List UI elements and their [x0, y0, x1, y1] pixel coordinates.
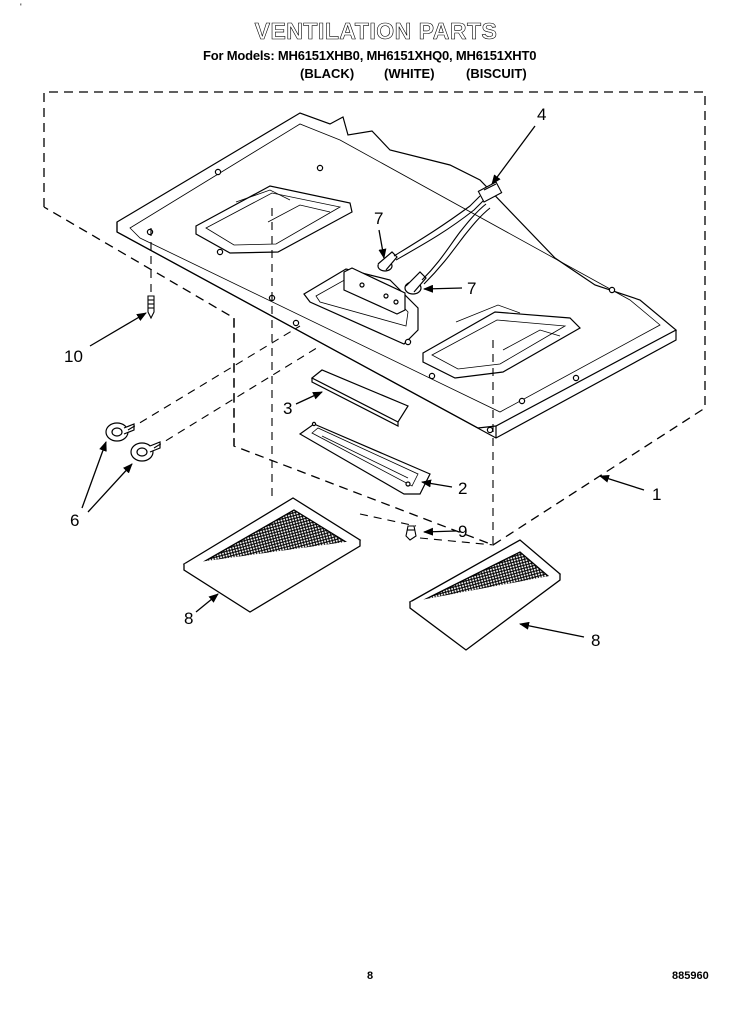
color-label-biscuit: (BISCUIT): [466, 66, 527, 81]
mounting-plate: [116, 112, 678, 439]
callout-part-2: 2: [458, 479, 467, 498]
document-code: 885960: [672, 970, 709, 982]
callout-part-9: 9: [458, 522, 467, 541]
callout-part-7-right: 7: [467, 279, 476, 298]
callout-part-1: 1: [652, 485, 661, 504]
grease-filter-right: [408, 539, 562, 651]
assembly-outline-dashed: [43, 91, 706, 546]
leader-lines: [81, 125, 645, 638]
callout-part-6: 6: [70, 511, 79, 530]
grommet-upper: [105, 422, 135, 442]
color-label-black: (BLACK): [300, 66, 355, 81]
screw-part-9: [405, 525, 417, 541]
grease-filter-left: [182, 497, 362, 613]
wire-harness: [393, 181, 503, 285]
light-lens: [310, 369, 409, 427]
callout-part-8-right: 8: [591, 631, 600, 650]
page-number: 8: [367, 970, 374, 982]
color-label-white: (WHITE): [384, 66, 435, 81]
alignment-lines-dashed: [127, 208, 495, 546]
callout-part-3: 3: [283, 399, 292, 418]
light-socket-bracket: [343, 267, 406, 315]
callout-part-10: 10: [64, 347, 83, 366]
grommet-lower: [130, 441, 161, 462]
callout-part-7-left: 7: [374, 209, 383, 228]
page-title: VENTILATION PARTS: [254, 18, 498, 45]
callout-part-8-left: 8: [184, 609, 193, 628]
screw-part-10: [147, 295, 155, 320]
models-line: For Models: MH6151XHB0, MH6151XHQ0, MH61…: [203, 48, 537, 63]
callout-part-4: 4: [537, 105, 546, 124]
corner-tick-mark: ': [20, 2, 22, 12]
light-cover-frame: [298, 421, 431, 495]
light-socket-right: [404, 271, 427, 295]
